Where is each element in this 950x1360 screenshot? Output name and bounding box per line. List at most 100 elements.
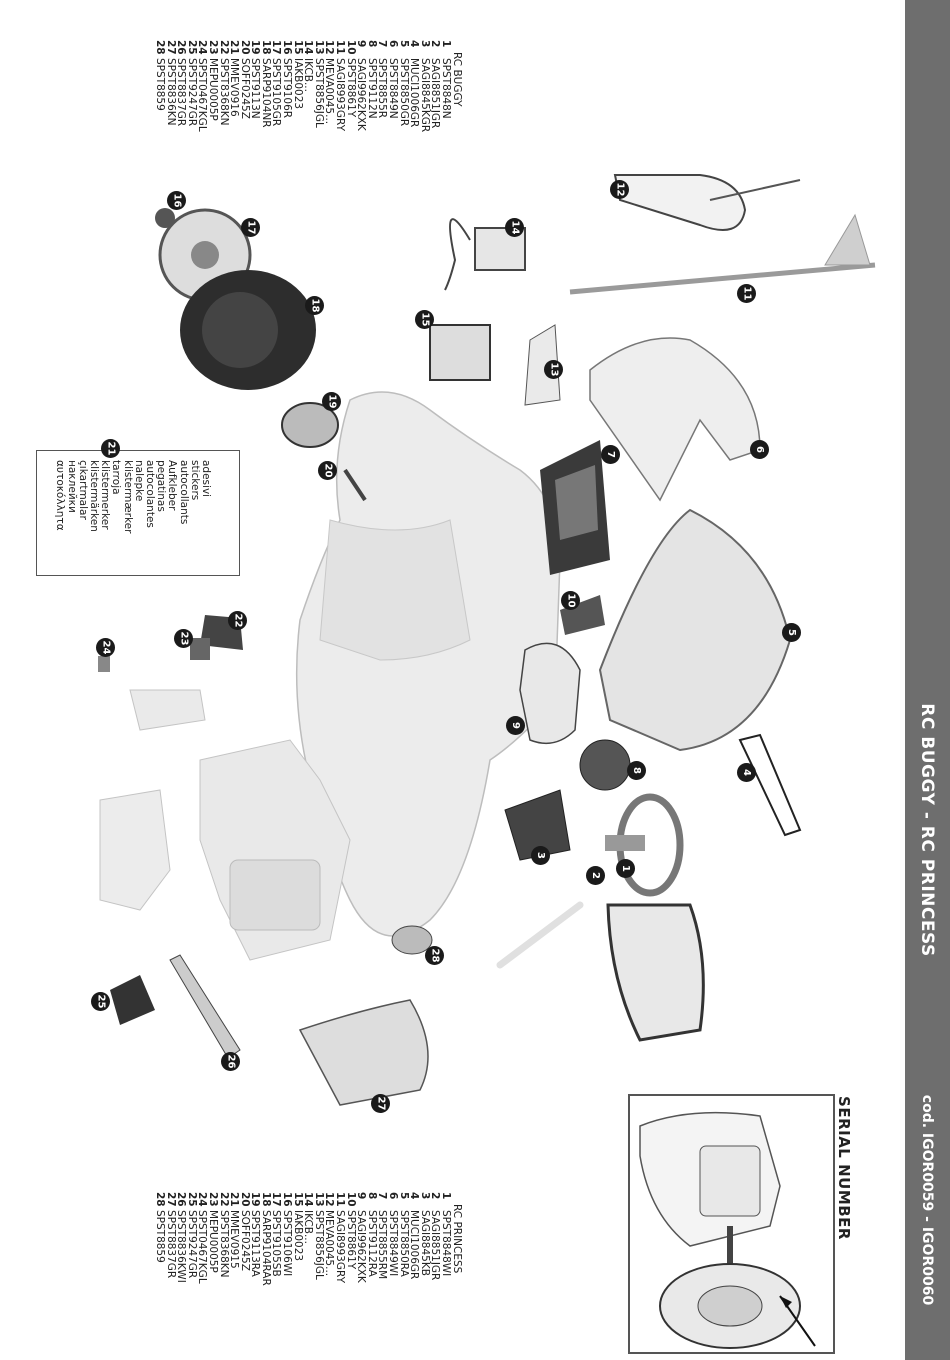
part-13-bracket [524, 324, 561, 406]
callout-7: 7 [601, 445, 620, 464]
part-23-fuse [190, 638, 210, 660]
part-9-gearbox [519, 642, 581, 745]
parts-list-title: RC PRINCESS [451, 1204, 463, 1274]
serial-number-title: SERIAL NUMBER [835, 1096, 853, 1240]
part-4-seat-belt [738, 733, 802, 837]
part-26-brake-lever [169, 954, 241, 1059]
steering-linkage [129, 689, 206, 731]
product-code: cod. IGOR0059 - IGOR0060 [919, 1094, 935, 1306]
callout-9: 9 [506, 716, 525, 735]
callout-19: 19 [322, 392, 341, 411]
callout-28: 28 [425, 946, 444, 965]
callout-5: 5 [782, 623, 801, 642]
callout-1: 1 [616, 859, 635, 878]
part-5-front-fender [598, 508, 792, 752]
sticker-line: nalepke [132, 460, 145, 502]
callout-11: 11 [737, 284, 756, 303]
sticker-line: çıkartmalar [76, 460, 89, 520]
part-15-battery [429, 324, 491, 381]
sticker-line: adesivi [200, 460, 212, 498]
stickers-translations: adesivi stickers autocollants Aufkleber … [54, 460, 212, 533]
callout-13: 13 [544, 360, 563, 379]
callout-4: 4 [737, 763, 756, 782]
parts-list-title: RC BUGGY [451, 52, 463, 107]
serial-number-inset [628, 1094, 835, 1354]
part-20-pin [343, 468, 367, 502]
callout-6: 6 [750, 440, 769, 459]
callout-16: 16 [167, 191, 186, 210]
part-7-grille [540, 440, 610, 575]
rear-axle-mount [99, 789, 171, 911]
part-28-plate [391, 925, 433, 955]
sticker-line: pegatinas [155, 460, 168, 512]
motor-gearbox [229, 859, 321, 931]
callout-14: 14 [505, 218, 524, 237]
callout-22: 22 [228, 611, 247, 630]
part-27-floor-panel [298, 999, 429, 1106]
sticker-line: наклейки [65, 460, 78, 513]
stickers-box [36, 450, 240, 576]
car-body-seat [319, 519, 471, 661]
part-25-cover [110, 975, 155, 1025]
part-6-hood [589, 337, 761, 502]
part-8-switch [579, 739, 631, 791]
callout-3: 3 [531, 846, 550, 865]
sticker-line: Aufkleber [166, 460, 179, 511]
callout-21: 21 [101, 439, 120, 458]
axle-rod [496, 901, 584, 969]
part-19-hub [281, 402, 339, 448]
serial-number-illustration [639, 1111, 816, 1349]
sticker-line: stickers [188, 460, 201, 501]
callout-15: 15 [415, 310, 434, 329]
sticker-line: αυτοκόλλητα [54, 460, 67, 531]
side-header-strip [905, 0, 950, 1360]
part-10-clip [560, 595, 605, 635]
callout-12: 12 [610, 180, 629, 199]
callout-25: 25 [91, 992, 110, 1011]
part-24-screw [98, 656, 110, 672]
part-1-bumper [606, 903, 705, 1042]
